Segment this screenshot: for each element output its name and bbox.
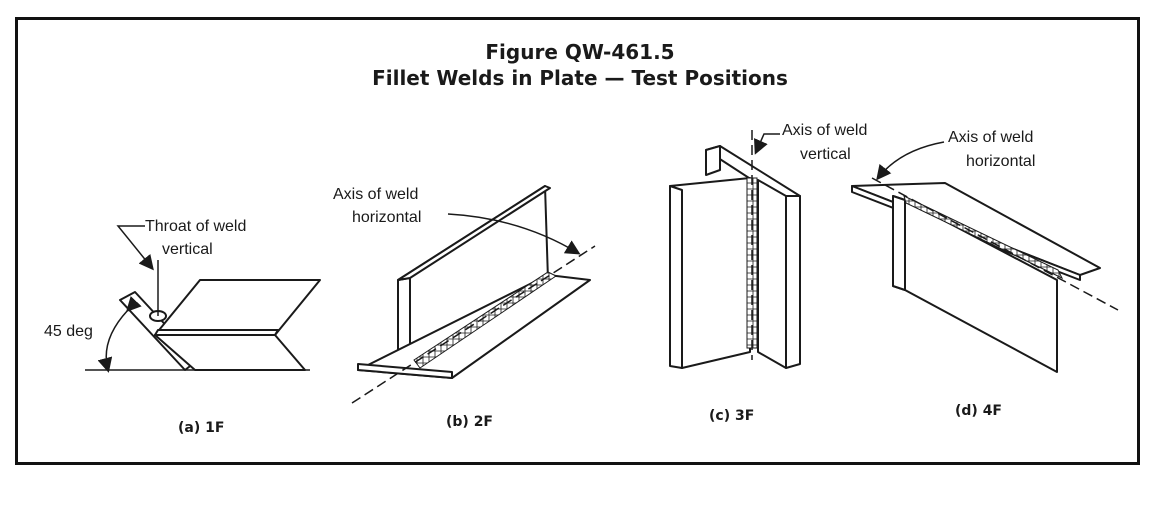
angle-arc [97, 296, 142, 373]
upper-wing-plate [154, 279, 321, 336]
caption-4f: (d) 4F [955, 403, 1002, 419]
throat-label-line2: vertical [162, 241, 213, 258]
axis-callout-leader [447, 213, 581, 255]
base-plate-edge [357, 363, 453, 379]
figure-title: Figure QW-461.5 [485, 40, 675, 64]
right-flange-edge [785, 195, 801, 369]
hanging-plate-edge [892, 195, 906, 291]
axis-label-line1: Axis of weld [333, 186, 418, 203]
weld-axis-line [351, 245, 596, 404]
figure-frame [15, 17, 1140, 465]
web-plate-top [397, 185, 551, 281]
panel-1f: Throat of weld vertical 45 deg (a) 1F [44, 218, 321, 436]
angle-label: 45 deg [44, 323, 93, 340]
panel-2f: Axis of weld horizontal (b) 2F [333, 185, 596, 430]
panel-4f: Axis of weld horizontal (d) 4F [851, 129, 1119, 419]
right-flange-face [757, 179, 787, 369]
caption-1f: (a) 1F [178, 420, 224, 436]
weld-bead-2f [413, 271, 557, 369]
caption-3f: (c) 3F [709, 408, 754, 424]
weld-axis-horizontal [871, 177, 1119, 311]
back-plate-edge [705, 145, 721, 176]
axis-callout-leader-4f [876, 141, 945, 181]
throat-callout-leader [116, 225, 154, 271]
throat-label-line1: Throat of weld [145, 218, 246, 235]
axis-callout-leader-3f [754, 133, 780, 155]
axis-label-line2: horizontal [352, 209, 421, 226]
panel-3f: Axis of weld vertical (c) 3F [669, 122, 867, 424]
figure-subtitle: Fillet Welds in Plate — Test Positions [372, 66, 788, 90]
lower-wing-plate [154, 334, 306, 371]
axis-label-4f-line1: Axis of weld [948, 129, 1033, 146]
axis-label-3f-line1: Axis of weld [782, 122, 867, 139]
axis-label-3f-line2: vertical [800, 146, 851, 163]
caption-2f: (b) 2F [446, 414, 493, 430]
weld-bead-3f [746, 177, 758, 349]
axis-label-4f-line2: horizontal [966, 153, 1035, 170]
left-face-edge [669, 185, 683, 369]
